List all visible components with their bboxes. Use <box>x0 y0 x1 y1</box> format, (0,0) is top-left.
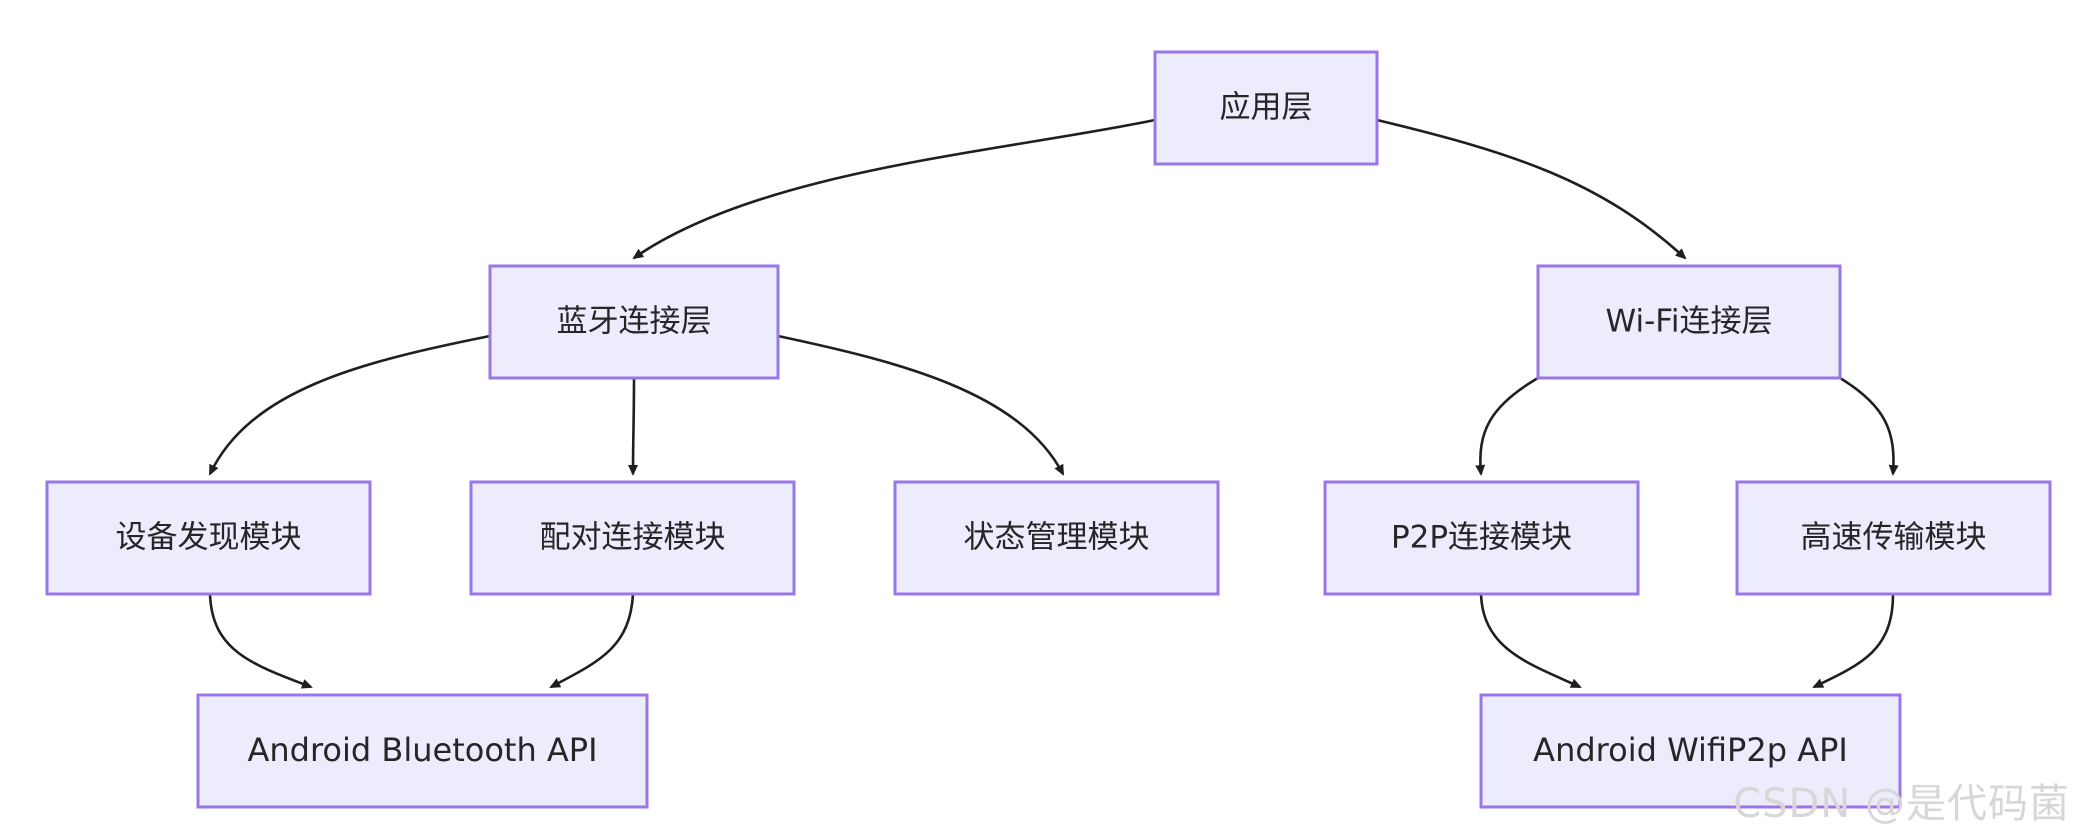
edge-p2p-to-wifi-api <box>1479 593 1582 689</box>
node-android-bluetooth-api[interactable]: Android Bluetooth API <box>196 693 649 809</box>
edge-discovery-to-bt-api <box>208 593 313 689</box>
node-device-discovery-module[interactable]: 设备发现模块 <box>45 480 372 596</box>
node-box-state-management-module[interactable] <box>893 480 1220 596</box>
edges-layer <box>208 118 1899 689</box>
node-box-pairing-connection-module[interactable] <box>469 480 796 596</box>
node-box-p2p-connection-module[interactable] <box>1323 480 1640 596</box>
edge-app-to-wifi <box>1376 118 1687 260</box>
edge-bluetooth-to-discovery <box>208 334 491 476</box>
node-box-android-bluetooth-api[interactable] <box>196 693 649 809</box>
node-box-android-wifip2p-api[interactable] <box>1479 693 1902 809</box>
edge-highspeed-to-wifi-api <box>1812 593 1895 689</box>
edge-wifi-to-p2p <box>1475 376 1539 476</box>
node-box-bluetooth-layer[interactable] <box>488 264 780 380</box>
node-android-wifip2p-api[interactable]: Android WifiP2p API <box>1479 693 1902 809</box>
node-label-wifi-layer: Wi-Fi连接层 <box>1606 304 1773 340</box>
node-label-high-speed-transfer-module: 高速传输模块 <box>1801 520 1987 556</box>
edge-wifi-to-highspeed <box>1839 376 1899 476</box>
node-box-app-layer[interactable] <box>1153 50 1379 166</box>
node-label-android-bluetooth-api: Android Bluetooth API <box>247 731 597 769</box>
node-p2p-connection-module[interactable]: P2P连接模块 <box>1323 480 1640 596</box>
node-label-bluetooth-layer: 蓝牙连接层 <box>557 304 712 340</box>
edge-bluetooth-to-pairing <box>628 377 639 476</box>
node-high-speed-transfer-module[interactable]: 高速传输模块 <box>1735 480 2052 596</box>
node-label-device-discovery-module: 设备发现模块 <box>116 520 302 556</box>
node-box-wifi-layer[interactable] <box>1536 264 1842 380</box>
node-label-android-wifip2p-api: Android WifiP2p API <box>1533 731 1848 769</box>
node-pairing-connection-module[interactable]: 配对连接模块 <box>469 480 796 596</box>
node-label-pairing-connection-module: 配对连接模块 <box>540 520 726 556</box>
edge-app-to-bluetooth <box>632 118 1156 260</box>
node-label-state-management-module: 状态管理模块 <box>964 520 1150 556</box>
edge-pairing-to-bt-api <box>549 593 635 689</box>
csdn-watermark: CSDN @是代码菌 <box>1733 781 2070 827</box>
edge-bluetooth-to-state <box>777 334 1065 476</box>
node-label-app-layer: 应用层 <box>1220 90 1313 126</box>
node-state-management-module[interactable]: 状态管理模块 <box>893 480 1220 596</box>
node-app-layer[interactable]: 应用层 <box>1153 50 1379 166</box>
node-box-high-speed-transfer-module[interactable] <box>1735 480 2052 596</box>
node-box-device-discovery-module[interactable] <box>45 480 372 596</box>
node-wifi-layer[interactable]: Wi-Fi连接层 <box>1536 264 1842 380</box>
node-bluetooth-layer[interactable]: 蓝牙连接层 <box>488 264 780 380</box>
node-label-p2p-connection-module: P2P连接模块 <box>1391 520 1572 556</box>
